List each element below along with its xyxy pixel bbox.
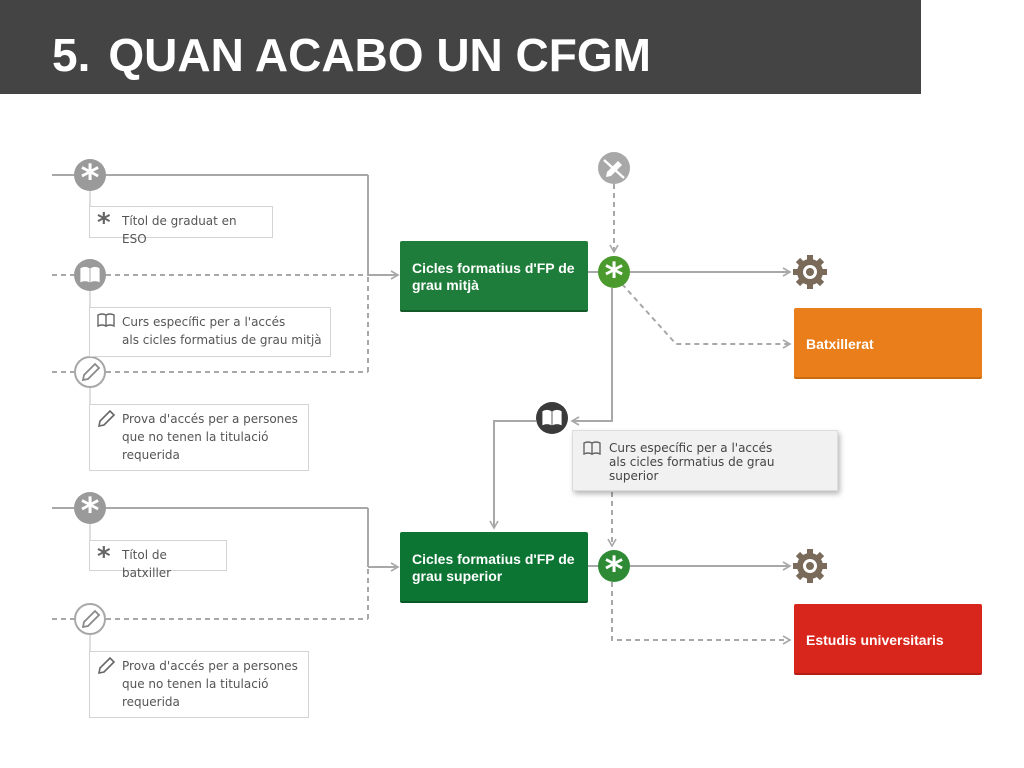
node1-to-curs-superior xyxy=(570,288,613,426)
box-line: grau superior xyxy=(412,568,503,584)
box-line: Batxillerat xyxy=(806,336,874,352)
note-line: Curs específic per a l'accés xyxy=(609,441,773,455)
note-line: Prova d'accés per a persones xyxy=(122,412,298,426)
note-curs-mitja: Curs específic per a l'accés als cicles … xyxy=(89,307,331,357)
box-universitat: Estudis universitaris xyxy=(794,604,982,675)
note-line: requerida xyxy=(122,695,180,709)
note-line: requerida xyxy=(122,448,180,462)
svg-text:*: * xyxy=(81,158,100,199)
connector-prova-2 xyxy=(52,567,369,620)
note-line: que no tenen la titulació xyxy=(122,677,269,691)
box-line: grau mitjà xyxy=(412,277,479,293)
book-icon xyxy=(97,313,115,331)
asterisk-icon: * xyxy=(74,158,106,199)
note-curs-superior: Curs específic per a l'accés als cicles … xyxy=(572,430,838,491)
title-bar: 5. QUAN ACABO UN CFGM xyxy=(0,0,921,94)
asterisk-icon: * xyxy=(598,550,630,591)
gear-icon xyxy=(793,255,827,289)
note-line: superior xyxy=(609,469,659,483)
asterisk-icon: * xyxy=(97,542,111,572)
box-line: Cicles formatius d'FP de xyxy=(412,551,575,567)
note-text: Títol de batxiller xyxy=(122,548,172,580)
box-cfgm: Cicles formatius d'FP de grau mitjà xyxy=(400,241,588,312)
note-line: als cicles formatius de grau xyxy=(609,455,775,469)
note-line: Prova d'accés per a persones xyxy=(122,659,298,673)
note-line: als cicles formatius de grau mitjà xyxy=(122,333,322,347)
box-batxillerat: Batxillerat xyxy=(794,308,982,379)
book-icon xyxy=(536,402,568,434)
title-label: QUAN ACABO UN CFGM xyxy=(108,29,651,81)
svg-text:*: * xyxy=(605,256,624,297)
pencil-icon xyxy=(97,657,115,675)
box-line: Estudis universitaris xyxy=(806,632,944,648)
node1-to-batxillerat xyxy=(621,283,792,349)
pencil-icon xyxy=(74,356,106,388)
svg-text:*: * xyxy=(605,550,624,591)
page-title: 5. QUAN ACABO UN CFGM xyxy=(52,28,651,82)
book-icon xyxy=(74,259,106,291)
box-cfgs: Cicles formatius d'FP de grau superior xyxy=(400,532,588,603)
node2-to-universitat xyxy=(611,582,792,645)
asterisk-icon: * xyxy=(97,208,111,238)
gear-icon xyxy=(793,549,827,583)
svg-text:*: * xyxy=(81,491,100,532)
connector-prova-1 xyxy=(52,275,369,373)
note-prova-1: Prova d'accés per a persones que no tene… xyxy=(89,404,309,471)
asterisk-icon: * xyxy=(74,491,106,532)
box-line: Cicles formatius d'FP de xyxy=(412,260,575,276)
note-prova-2: Prova d'accés per a persones que no tene… xyxy=(89,651,309,718)
note-titol-eso: * Títol de graduat en ESO xyxy=(89,206,273,246)
connector-batxiller xyxy=(52,507,369,567)
book-icon xyxy=(583,441,601,459)
title-number: 5. xyxy=(52,29,91,81)
asterisk-icon: * xyxy=(598,256,630,297)
connector-eso xyxy=(52,174,369,275)
pencil-icon xyxy=(97,410,115,428)
note-line: Curs específic per a l'accés xyxy=(122,315,286,329)
note-titol-batxiller: * Títol de batxiller xyxy=(89,540,227,580)
curs-superior-to-cfgs xyxy=(489,420,536,530)
pencil-icon xyxy=(74,603,106,635)
crossed-pencil-icon xyxy=(598,152,630,184)
note-text: Títol de graduat en ESO xyxy=(122,214,237,246)
note-line: que no tenen la titulació xyxy=(122,430,269,444)
